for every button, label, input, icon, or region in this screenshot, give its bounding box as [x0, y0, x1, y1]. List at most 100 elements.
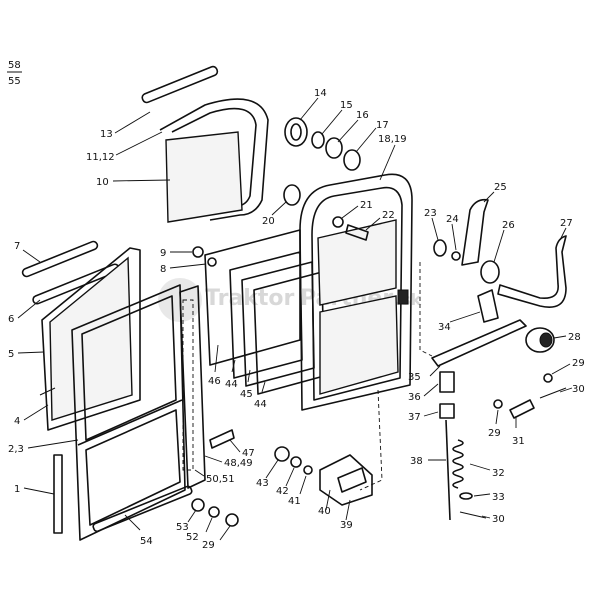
rear-window-glass: [165, 131, 243, 223]
callout-21: 21: [360, 200, 373, 211]
leader-41: [299, 475, 307, 495]
door-glass: [49, 256, 133, 421]
callout-44-b: 44: [254, 399, 267, 410]
door-seal-strip-1: [53, 454, 63, 534]
leader-35: [429, 365, 441, 377]
hinge-strip-body: [179, 285, 206, 489]
handle-27-icon: [497, 235, 567, 308]
callout-18-19: 18,19: [378, 134, 407, 145]
callout-34: 34: [438, 322, 451, 333]
callout-25: 25: [494, 182, 507, 193]
door-glass-clip: [39, 387, 56, 396]
callout-27: 27: [560, 218, 573, 229]
bolt-22-icon: [345, 224, 369, 241]
assembly-line-a: [419, 262, 433, 357]
leader-11-12: [115, 131, 163, 156]
washer-52-icon: [208, 506, 220, 518]
leader-13: [114, 111, 151, 134]
washer-24-icon: [451, 251, 461, 261]
callout-1: 1: [14, 484, 20, 495]
leader-16: [337, 119, 359, 143]
leader-29-bottom: [219, 525, 231, 541]
pin-31-icon: [509, 399, 535, 419]
lock-block-39-plate: [337, 467, 367, 493]
leader-34: [449, 311, 481, 323]
leader-4: [23, 404, 49, 421]
leader-40: [325, 489, 331, 511]
split-pin-30-b: [459, 511, 487, 519]
callout-11-12: 11,12: [86, 152, 115, 163]
door-frame-outer: [71, 284, 186, 541]
leader-5: [17, 351, 45, 354]
leader-43: [265, 459, 279, 479]
callout-29-b: 29: [488, 428, 501, 439]
leader-30-b: [481, 515, 491, 519]
inner-plate: [204, 229, 325, 395]
callout-52: 52: [186, 532, 199, 543]
spring-32-icon: [452, 439, 464, 489]
rear-door-latch: [397, 289, 409, 305]
split-pin-30-a: [539, 387, 567, 399]
handle-25-icon: [461, 198, 489, 266]
door-frame-crossbar: [77, 399, 183, 446]
callout-4: 4: [14, 416, 20, 427]
callout-23: 23: [424, 208, 437, 219]
lock-rod-35: [431, 319, 527, 367]
callout-7: 7: [14, 241, 20, 252]
washer-15-icon: [311, 131, 325, 149]
guide-36: [439, 371, 455, 393]
leader-39: [345, 499, 351, 521]
bolt-53-icon: [191, 498, 205, 512]
callout-41: 41: [288, 496, 301, 507]
leader-33: [473, 493, 491, 497]
door-frame: [71, 284, 186, 541]
leader-28: [553, 335, 567, 339]
callout-6: 6: [8, 314, 14, 325]
callout-45: 45: [240, 389, 253, 400]
callout-40: 40: [318, 506, 331, 517]
leader-6: [17, 299, 41, 319]
door-glass-frame: [41, 247, 141, 431]
plate-44-a: [229, 251, 303, 379]
bushing-16-icon: [325, 137, 343, 159]
callout-16: 16: [356, 110, 369, 121]
callout-28: 28: [568, 332, 581, 343]
callout-13: 13: [100, 129, 113, 140]
leader-46: [214, 344, 219, 373]
plate-45: [241, 261, 315, 387]
screw-9-icon: [192, 246, 204, 258]
washer-41-icon: [303, 465, 313, 475]
callout-24: 24: [446, 214, 459, 225]
leader-20: [271, 201, 287, 216]
callout-29-c: 29: [202, 540, 215, 551]
washer-29-b-icon: [493, 399, 503, 409]
rear-window-frame-outer: [159, 98, 269, 221]
leader-29-a: [551, 363, 571, 375]
roller-28-hub: [539, 332, 553, 348]
callout-2-3: 2,3: [8, 444, 24, 455]
callout-30-a: 30: [572, 384, 585, 395]
rear-window-frame: [141, 65, 269, 223]
washer-42-icon: [290, 456, 302, 468]
pin-29-icon: [543, 373, 553, 383]
leader-50-51: [194, 469, 205, 477]
callout-30-b: 30: [492, 514, 505, 525]
leader-2-3: [27, 439, 79, 449]
leader-21: [341, 205, 359, 219]
callout-9: 9: [160, 248, 166, 259]
leader-54: [124, 514, 141, 531]
callout-48-49: 48,49: [224, 458, 253, 469]
hinge-strip-holes: [182, 299, 194, 471]
leader-47: [229, 439, 241, 453]
callout-36: 36: [408, 392, 421, 403]
leader-36: [423, 383, 439, 397]
callout-8: 8: [160, 264, 166, 275]
leader-8: [169, 263, 207, 269]
callout-33: 33: [492, 492, 505, 503]
callout-42: 42: [276, 486, 289, 497]
leader-15: [321, 109, 343, 135]
plate-46: [204, 229, 301, 366]
bearing-14-icon: [284, 117, 308, 147]
callout-22: 22: [382, 210, 395, 221]
